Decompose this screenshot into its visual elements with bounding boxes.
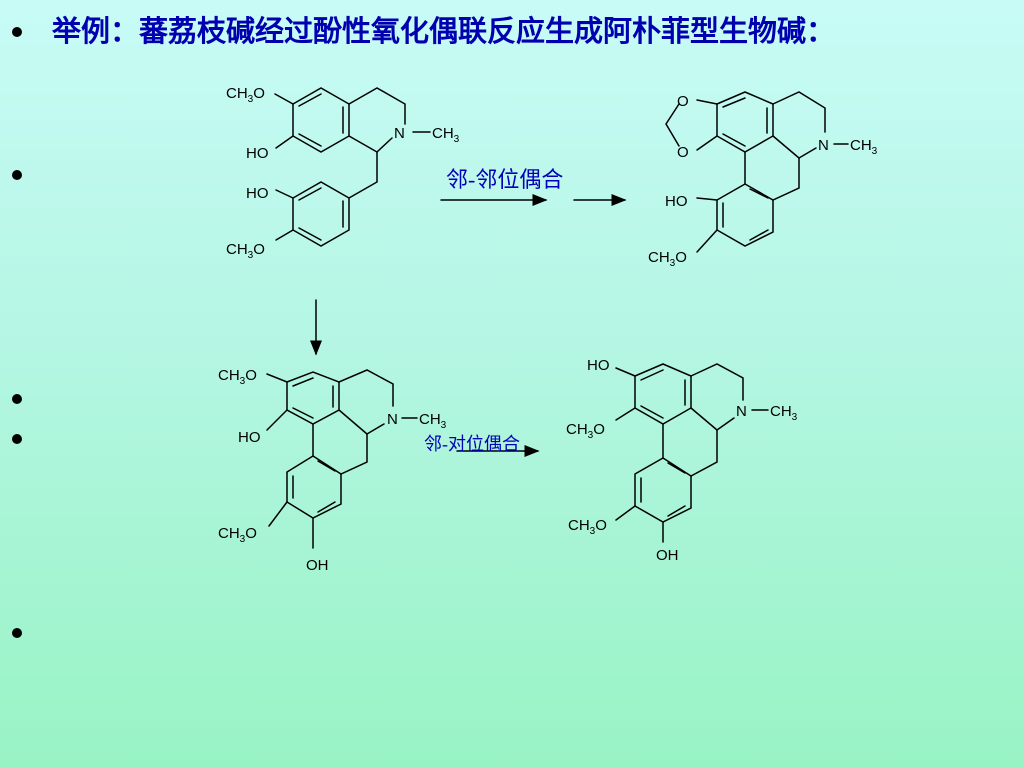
molecule-precursor (274, 87, 431, 247)
svg-text:HO: HO (246, 145, 269, 162)
svg-text:CH3O: CH3O (566, 421, 605, 441)
bullet-4 (12, 434, 22, 444)
svg-text:CH3O: CH3O (218, 525, 257, 545)
svg-text:CH3: CH3 (419, 411, 447, 431)
atom-labels: CH3O HO N CH3 HO CH3O O O N CH3 HO CH3O … (218, 85, 878, 574)
svg-text:OH: OH (656, 547, 679, 564)
molecule-aporphine-4 (615, 363, 769, 543)
molecule-aporphine-3 (266, 369, 418, 549)
label-ortho-para-coupling: 邻-对位偶合 (424, 434, 520, 454)
bullet-5 (12, 628, 22, 638)
molecule-aporphine-methylenedioxy (665, 91, 849, 253)
svg-text:OH: OH (306, 557, 329, 574)
svg-text:N: N (736, 403, 747, 420)
slide-title: 举例：蕃荔枝碱经过酚性氧化偶联反应生成阿朴菲型生物碱： (52, 14, 836, 48)
svg-text:CH3O: CH3O (226, 241, 265, 261)
svg-text:N: N (818, 137, 829, 154)
bullet-2 (12, 170, 22, 180)
svg-text:CH3O: CH3O (568, 517, 607, 537)
svg-text:HO: HO (246, 185, 269, 202)
svg-text:HO: HO (665, 193, 688, 210)
bullet-1 (12, 27, 22, 37)
label-ortho-ortho-coupling: 邻-邻位偶合 (446, 167, 564, 192)
svg-text:HO: HO (587, 357, 610, 374)
svg-text:HO: HO (238, 429, 261, 446)
bullet-3 (12, 394, 22, 404)
svg-text:CH3O: CH3O (218, 367, 257, 387)
svg-text:O: O (677, 144, 689, 161)
svg-text:CH3: CH3 (770, 403, 798, 423)
svg-text:CH3O: CH3O (648, 249, 687, 269)
svg-text:N: N (394, 125, 405, 142)
svg-text:CH3: CH3 (432, 125, 460, 145)
svg-text:CH3: CH3 (850, 137, 878, 157)
svg-text:CH3O: CH3O (226, 85, 265, 105)
svg-text:O: O (677, 93, 689, 110)
svg-text:N: N (387, 411, 398, 428)
